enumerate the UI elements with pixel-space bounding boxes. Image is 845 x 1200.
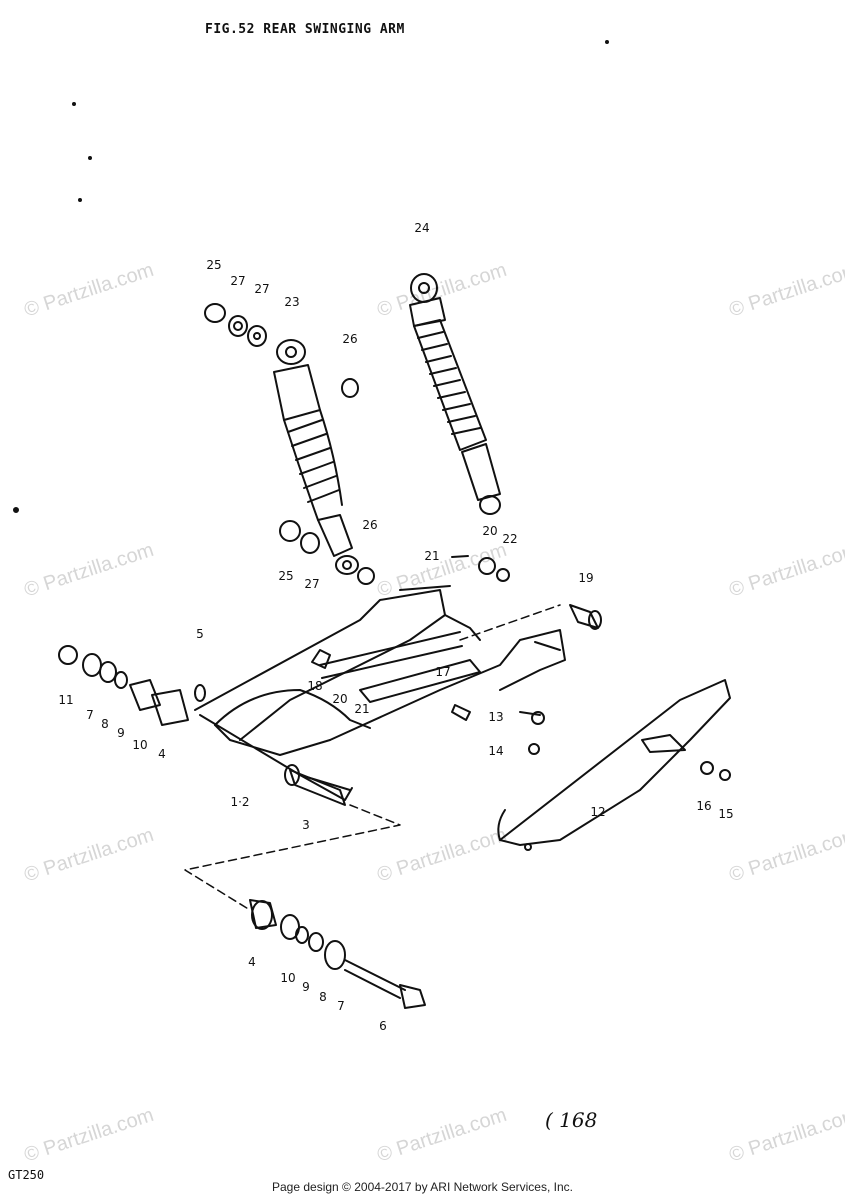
pivot-parts-right	[249, 899, 426, 1009]
callout-5: 5	[196, 627, 204, 641]
callout-14: 14	[488, 744, 504, 758]
figure-title: FIG.52 REAR SWINGING ARM	[205, 22, 405, 37]
callout-4: 4	[158, 747, 166, 761]
callout-12: 12	[590, 805, 606, 819]
callout-7: 7	[86, 708, 94, 722]
callout-27: 27	[304, 577, 320, 591]
callout-20: 20	[482, 524, 498, 538]
speck	[88, 156, 92, 160]
bushing-set-top	[204, 303, 359, 398]
left-shock-absorber	[273, 339, 359, 575]
callout-10: 10	[280, 971, 296, 985]
callout-10: 10	[132, 738, 148, 752]
callout-24: 24	[414, 221, 430, 235]
callout-20: 20	[332, 692, 348, 706]
callout-23: 23	[284, 295, 300, 309]
callout-15: 15	[718, 807, 734, 821]
dashed-link	[459, 604, 561, 641]
pivot-parts-left	[58, 645, 206, 726]
callout-16: 16	[696, 799, 712, 813]
callout-11: 11	[58, 693, 74, 707]
callout-21: 21	[424, 549, 440, 563]
callout-18: 18	[307, 679, 323, 693]
callout-26: 26	[362, 518, 378, 532]
speck	[78, 198, 82, 202]
callout-21: 21	[354, 702, 370, 716]
callout-6: 6	[379, 1019, 387, 1033]
swing-arm-frame	[194, 585, 566, 801]
callout-19: 19	[578, 571, 594, 585]
speck	[72, 102, 76, 106]
footer-copyright: Page design © 2004-2017 by ARI Network S…	[271, 1180, 573, 1194]
chain-case	[497, 679, 731, 851]
dashed-link	[184, 804, 401, 911]
callout-26: 26	[342, 332, 358, 346]
model-code: GT250	[8, 1168, 45, 1182]
callout-17: 17	[435, 665, 451, 679]
bolts	[451, 604, 731, 781]
callout-27: 27	[254, 282, 270, 296]
callout-22: 22	[502, 532, 518, 546]
callout-1-2: 1·2	[230, 795, 250, 809]
page-number: ( 168	[545, 1108, 598, 1132]
callout-25: 25	[206, 258, 222, 272]
callout-3: 3	[302, 818, 310, 832]
bushing-set-lower	[279, 520, 510, 585]
speck	[605, 40, 609, 44]
callout-27: 27	[230, 274, 246, 288]
callout-7: 7	[337, 999, 345, 1013]
callout-8: 8	[319, 990, 327, 1004]
callout-25: 25	[278, 569, 294, 583]
speck	[13, 507, 19, 513]
right-shock-absorber	[409, 273, 501, 515]
callout-13: 13	[488, 710, 504, 724]
callout-4: 4	[248, 955, 256, 969]
pivot-bolt-upper	[284, 764, 346, 806]
callout-8: 8	[101, 717, 109, 731]
callout-9: 9	[302, 980, 310, 994]
callout-9: 9	[117, 726, 125, 740]
